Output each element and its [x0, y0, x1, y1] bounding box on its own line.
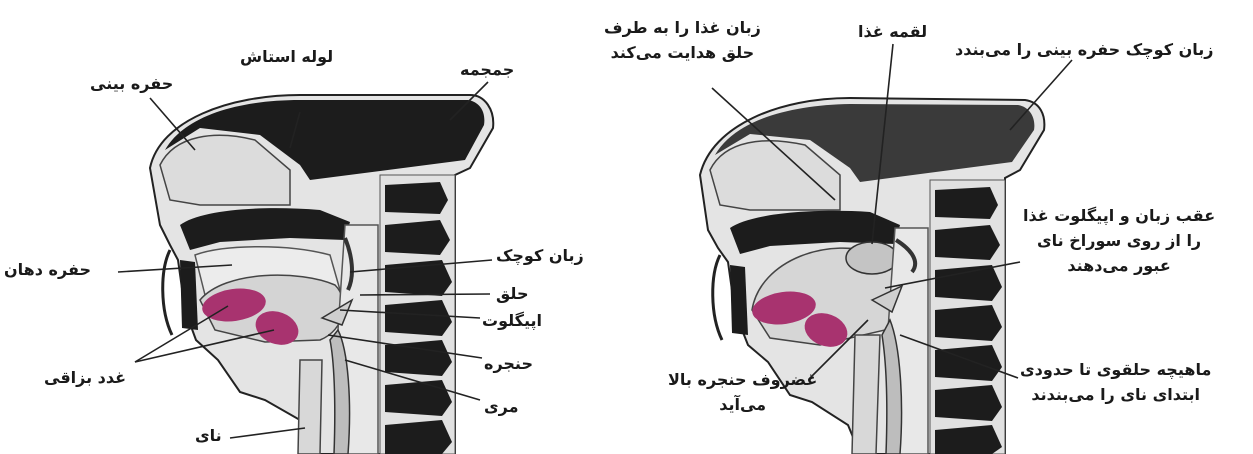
- label-epiglottis-passes-line1: عقب زبان و اپیگلوت غذا: [1023, 204, 1215, 229]
- label-salivary-glands: غدد بزاقی: [44, 366, 126, 391]
- label-muscle-closes-line1: ماهیچه حلقوی تا حدودی: [1020, 358, 1211, 383]
- label-uvula: زبان کوچک: [496, 244, 584, 269]
- label-food-bolus: لقمه غذا: [858, 20, 927, 45]
- label-larynx-rises: غضروف حنجره بالا می‌آید: [668, 368, 817, 418]
- label-tongue-pushes-line2: حلق هدایت می‌کند: [604, 41, 761, 66]
- label-nasal-cavity: حفره بینی: [90, 72, 173, 97]
- label-eustachian-tube: لوله استاش: [240, 45, 333, 70]
- label-pharynx: حلق: [496, 282, 528, 307]
- label-tongue-pushes: زبان غذا را به طرف حلق هدایت می‌کند: [604, 16, 761, 66]
- leader-pharynx: [360, 294, 490, 295]
- label-epiglottis-passes: عقب زبان و اپیگلوت غذا را از روی سوراخ ن…: [1023, 204, 1215, 278]
- left-teeth: [180, 260, 198, 330]
- right-trachea: [852, 335, 880, 454]
- left-head-section: [150, 95, 493, 454]
- label-esophagus: مری: [484, 395, 519, 420]
- label-tongue-pushes-line1: زبان غذا را به طرف: [604, 16, 761, 41]
- label-larynx: حنجره: [484, 352, 533, 377]
- right-food-bolus: [846, 242, 898, 274]
- right-teeth: [730, 265, 748, 335]
- leader-trachea: [230, 428, 305, 438]
- label-skull: جمجمه: [460, 58, 514, 83]
- label-larynx-rises-line1: غضروف حنجره بالا: [668, 368, 817, 393]
- label-epiglottis-passes-line3: عبور می‌دهند: [1023, 254, 1215, 279]
- label-trachea: نای: [195, 424, 222, 449]
- label-epiglottis-passes-line2: را از روی سوراخ نای: [1023, 229, 1215, 254]
- label-uvula-closes: زبان کوچک حفره بینی را می‌بندد: [955, 38, 1213, 63]
- left-lip: [163, 250, 172, 335]
- label-mouth-cavity: حفره دهان: [4, 258, 91, 283]
- label-muscle-closes-line2: ابتدای نای را می‌بندند: [1020, 383, 1211, 408]
- label-muscle-closes: ماهیچه حلقوی تا حدودی ابتدای نای را می‌ب…: [1020, 358, 1211, 408]
- label-epiglottis: اپیگلوت: [482, 309, 542, 334]
- label-larynx-rises-line2: می‌آید: [668, 393, 817, 418]
- left-trachea: [298, 360, 322, 454]
- right-lip: [713, 255, 722, 340]
